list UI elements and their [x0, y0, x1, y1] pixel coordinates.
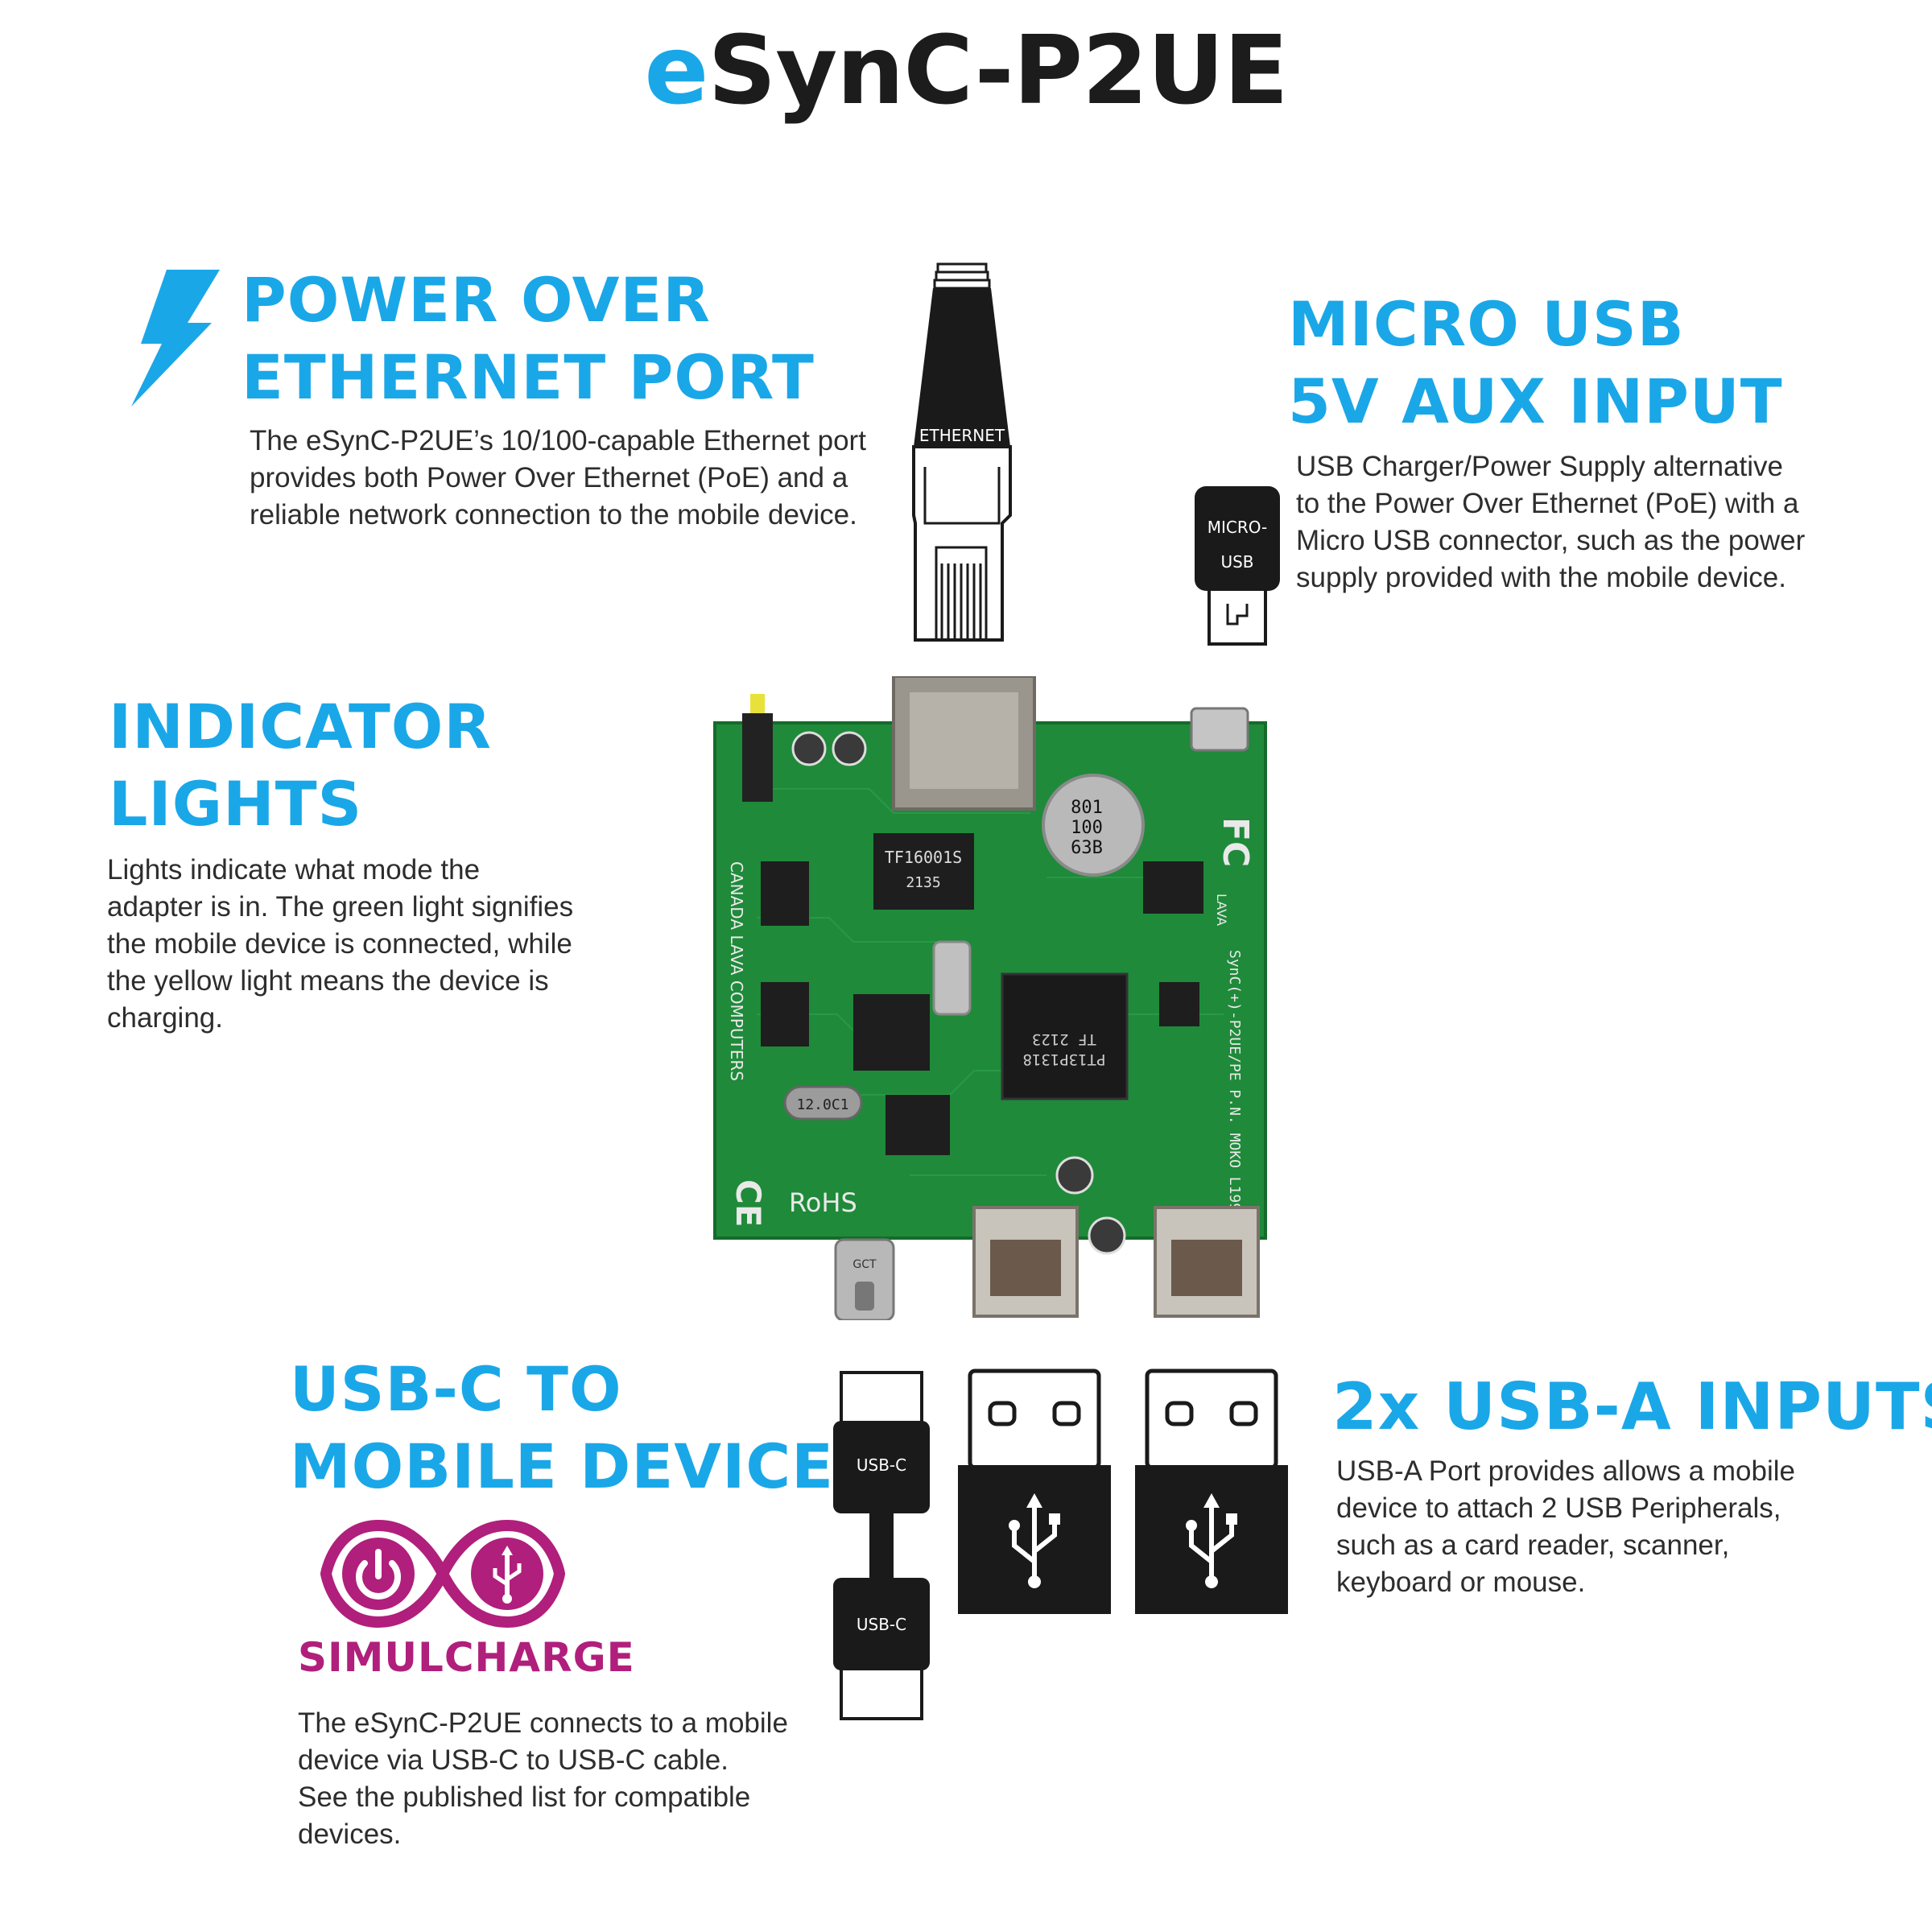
indicator-heading: INDICATOR LIGHTS: [109, 688, 492, 843]
simulcharge-logo-icon: [320, 1519, 566, 1629]
pcb-inductor-chip: [1001, 972, 1129, 1100]
usbc-brand-label: GCT: [852, 1258, 877, 1271]
usba-body-line-2: device to attach 2 USB Peripherals,: [1336, 1492, 1781, 1524]
usb-a-connector-icon: [958, 1368, 1111, 1614]
usba-body-line-4: keyboard or mouse.: [1336, 1567, 1586, 1598]
micro-usb-body-line-1: USB Charger/Power Supply alternative: [1296, 451, 1784, 482]
chip1-sub-label: 2135: [906, 874, 940, 891]
poe-body-line-2: provides both Power Over Ethernet (PoE) …: [250, 462, 848, 493]
ethernet-label: ETHERNET: [919, 426, 1005, 445]
indicator-heading-line-2: LIGHTS: [109, 768, 363, 840]
usb-c-cable-icon: USB-C USB-C: [833, 1371, 930, 1720]
usbc-body-line-4: devices.: [298, 1818, 402, 1850]
poe-body-line-3: reliable network connection to the mobil…: [250, 499, 857, 530]
usbc-body-line-3: See the published list for compatible: [298, 1781, 751, 1813]
poe-heading: POWER OVER ETHERNET PORT: [242, 262, 815, 416]
lightning-bolt-icon: [131, 270, 220, 407]
pcb-capacitor: [1042, 774, 1145, 877]
micro-usb-connector-icon: MICRO- USB: [1195, 486, 1280, 646]
poe-body-line-1: The eSynC-P2UE’s 10/100-capable Ethernet…: [250, 425, 866, 456]
micro-usb-heading-line-1: MICRO USB: [1288, 288, 1685, 360]
simulcharge-label: SIMULCHARGE: [298, 1634, 635, 1681]
micro-usb-heading: MICRO USB 5V AUX INPUT: [1288, 286, 1783, 440]
micro-usb-body-line-4: supply provided with the mobile device.: [1296, 562, 1786, 593]
usbc-top-label: USB-C: [857, 1455, 906, 1475]
cap-label-line-1: 801: [1071, 798, 1103, 818]
usbc-body-line-1: The eSynC-P2UE connects to a mobile: [298, 1707, 788, 1739]
micro-usb-body-line-2: to the Power Over Ethernet (PoE) with a: [1296, 488, 1799, 519]
usbc-body-line-2: device via USB-C to USB-C cable.: [298, 1744, 729, 1776]
pcb-crystal: [783, 1085, 863, 1121]
chip1-label: TF16001S: [885, 848, 962, 867]
chip2-label: PT13P1318: [1023, 1051, 1106, 1068]
pcb-yellow-led: [750, 694, 765, 713]
pcb-micro-usb-port: [1190, 707, 1249, 752]
poe-heading-line-1: POWER OVER: [242, 264, 711, 336]
cap-label-line-3: 63B: [1071, 838, 1103, 858]
micro-usb-label-line-2: USB: [1220, 552, 1253, 572]
poe-description: The eSynC-P2UE’s 10/100-capable Ethernet…: [250, 423, 866, 534]
usba-heading: 2x USB-A INPUTS: [1332, 1369, 1932, 1444]
usbc-heading-line-2: MOBILE DEVICE: [290, 1430, 835, 1502]
pcb-controller-chip: [853, 994, 930, 1071]
usbc-bottom-label: USB-C: [857, 1615, 906, 1634]
pcb-led-holder: [742, 713, 773, 802]
micro-usb-body-line-3: Micro USB connector, such as the power: [1296, 525, 1806, 556]
rohs-mark: RoHS: [789, 1187, 857, 1218]
board-side-text: CANADA LAVA COMPUTERS: [727, 861, 746, 1081]
micro-usb-label-line-1: MICRO-: [1208, 518, 1268, 537]
crystal-label: 12.0C1: [796, 1096, 848, 1113]
usba-description: USB-A Port provides allows a mobile devi…: [1336, 1453, 1795, 1601]
board-lava-text: LAVA: [1214, 894, 1229, 926]
title-accent: e: [644, 14, 708, 126]
usba-body-line-1: USB-A Port provides allows a mobile: [1336, 1455, 1795, 1487]
pcb-usb-c-port: [834, 1238, 895, 1320]
indicator-body-line-2: adapter is in. The green light signifies: [107, 891, 574, 923]
indicator-body-line-1: Lights indicate what mode the: [107, 854, 481, 886]
usbc-heading-line-1: USB-C TO: [290, 1353, 622, 1425]
poe-heading-line-2: ETHERNET PORT: [242, 341, 815, 413]
cap-label-line-2: 100: [1071, 818, 1103, 838]
chip2-sub-label: TF 2123: [1032, 1030, 1096, 1048]
title-rest: SynC-P2UE: [708, 14, 1288, 126]
micro-usb-heading-line-2: 5V AUX INPUT: [1288, 365, 1783, 437]
usbc-heading: USB-C TO MOBILE DEVICE: [290, 1351, 834, 1505]
ce-mark: CE: [729, 1179, 768, 1228]
usb-a-connector-icon-2: [1135, 1368, 1288, 1614]
page-title: eSynC-P2UE: [0, 14, 1932, 126]
indicator-description: Lights indicate what mode the adapter is…: [107, 852, 573, 1037]
usba-body-line-3: such as a card reader, scanner,: [1336, 1530, 1730, 1561]
ethernet-connector-icon: ETHERNET: [912, 262, 1012, 642]
pcb-chip-transformer: [873, 833, 974, 910]
board-side-text-2: SynC(+)-P2UE/PE P.N. MOKO L199.4: [1226, 950, 1243, 1229]
pcb-board-image: TF16001S 2135 801 100 63B TF 2123 PT13P1…: [713, 676, 1267, 1320]
indicator-heading-line-1: INDICATOR: [109, 691, 492, 762]
indicator-body-line-4: the yellow light means the device is: [107, 965, 549, 997]
indicator-body-line-5: charging.: [107, 1002, 223, 1034]
usbc-description: The eSynC-P2UE connects to a mobile devi…: [298, 1705, 788, 1853]
fc-mark: FC: [1215, 817, 1256, 867]
micro-usb-description: USB Charger/Power Supply alternative to …: [1296, 448, 1805, 597]
indicator-body-line-3: the mobile device is connected, while: [107, 928, 572, 960]
